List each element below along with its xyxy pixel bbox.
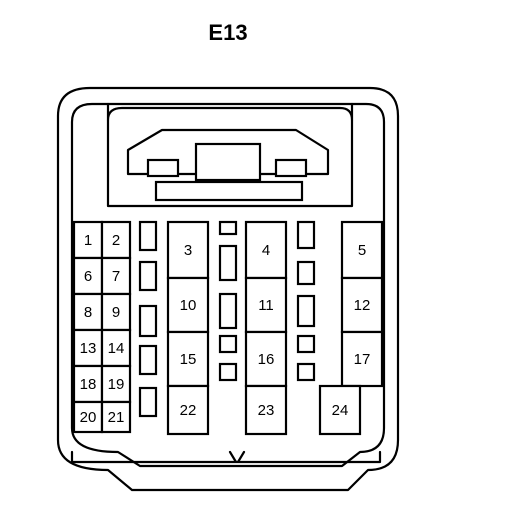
pin-cavity-21 <box>100 400 132 434</box>
pin-cavity-17 <box>340 330 384 388</box>
pin-label-24: 24 <box>332 402 349 419</box>
blank-cavity <box>296 294 316 328</box>
blank-cavity <box>138 386 158 418</box>
pin-label-15: 15 <box>180 351 197 368</box>
blank-cavity <box>218 292 238 330</box>
housing-shoulder <box>106 102 354 122</box>
pin-label-12: 12 <box>354 297 371 314</box>
pin-label-5: 5 <box>358 242 366 259</box>
pin-label-2: 2 <box>112 232 120 249</box>
latch-bar <box>154 180 304 202</box>
blank-cavity <box>296 334 316 354</box>
latch-right-tab <box>274 158 308 178</box>
blank-cavity <box>296 220 316 250</box>
pin-cavity-11 <box>244 276 288 334</box>
blank-cavity <box>296 362 316 382</box>
pin-label-8: 8 <box>84 304 92 321</box>
pin-cavity-10 <box>166 276 210 334</box>
pin-label-3: 3 <box>184 242 192 259</box>
pin-label-7: 7 <box>112 268 120 285</box>
blank-cavity <box>138 260 158 292</box>
pin-label-11: 11 <box>258 297 274 314</box>
blank-cavity <box>218 362 238 382</box>
pin-label-18: 18 <box>80 376 97 393</box>
pin-label-20: 20 <box>80 409 97 426</box>
pin-cavity-22 <box>166 384 210 436</box>
pin-label-17: 17 <box>354 351 371 368</box>
blank-cavity <box>138 344 158 376</box>
blank-cavity <box>218 334 238 354</box>
pin-cavity-23 <box>244 384 288 436</box>
blank-cavity <box>218 220 238 236</box>
pin-cavity-16 <box>244 330 288 388</box>
pin-cavity-12 <box>340 276 384 334</box>
pin-label-9: 9 <box>112 304 120 321</box>
pin-label-10: 10 <box>180 297 197 314</box>
housing-inner-outline <box>70 102 386 468</box>
housing-outline <box>56 86 400 492</box>
connector-title: E13 <box>208 20 248 45</box>
pin-cavity-1 <box>72 220 104 260</box>
locking-latch <box>126 128 330 176</box>
latch-left-tab <box>146 158 180 178</box>
housing-bottom-key <box>70 450 382 464</box>
housing-shoulder-left <box>106 118 354 208</box>
pin-label-13: 13 <box>80 340 97 357</box>
pin-cavity-9 <box>100 292 132 332</box>
latch-center-block <box>194 142 262 182</box>
pin-cavity-20 <box>72 400 104 434</box>
blank-cavity <box>218 244 238 282</box>
pin-label-1: 1 <box>84 232 92 249</box>
pin-label-22: 22 <box>180 402 197 419</box>
pin-label-23: 23 <box>258 402 275 419</box>
pin-label-19: 19 <box>108 376 125 393</box>
pin-cavity-24 <box>318 384 362 436</box>
blank-cavity <box>138 220 158 252</box>
pin-label-14: 14 <box>108 340 125 357</box>
pin-label-16: 16 <box>258 351 275 368</box>
pin-label-21: 21 <box>108 409 125 426</box>
pin-cavity-14 <box>100 328 132 368</box>
blank-cavity <box>296 260 316 286</box>
blank-cavity <box>138 304 158 338</box>
pin-cavity-19 <box>100 364 132 404</box>
pin-cavity-4 <box>244 220 288 280</box>
pin-label-4: 4 <box>262 242 270 259</box>
pin-label-6: 6 <box>84 268 92 285</box>
